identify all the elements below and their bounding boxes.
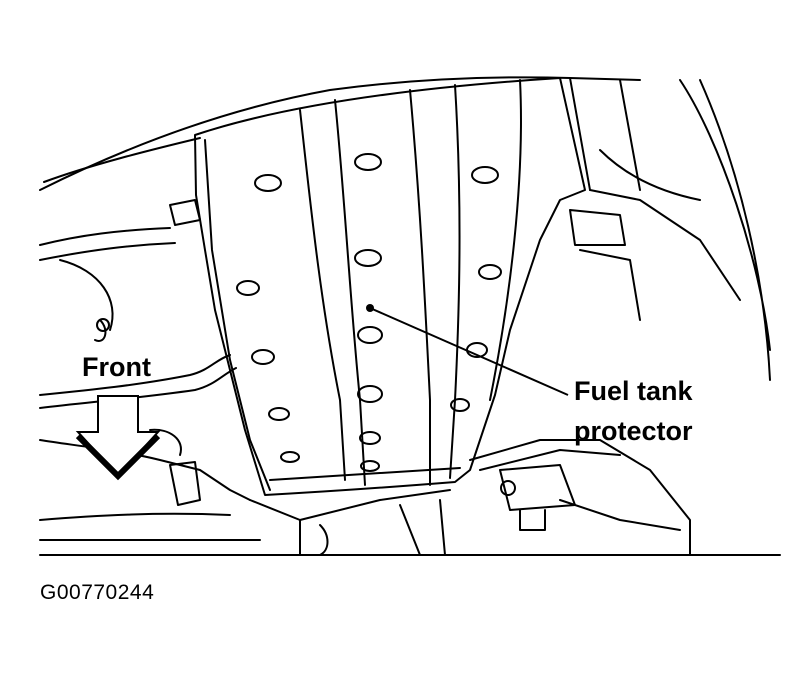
mounting-hole [251, 349, 275, 365]
mounting-hole [280, 451, 300, 463]
mounting-hole [360, 460, 380, 472]
left-hose-2 [39, 354, 231, 396]
mounting-hole [471, 166, 499, 184]
mounting-hole [357, 326, 383, 344]
protector-rib-5 [489, 79, 522, 401]
figure-code: G00770244 [40, 581, 155, 604]
front-label: Front [82, 352, 151, 382]
left-round-part [59, 259, 114, 342]
protector-rib-2 [334, 99, 366, 486]
bottom-mechanism [299, 499, 446, 556]
right-panel [679, 79, 771, 381]
arrow-down-icon [75, 395, 161, 481]
mounting-hole [354, 249, 382, 267]
left-hose-3 [39, 367, 237, 409]
protector-lower-lip [269, 467, 461, 481]
callout-leader-line [369, 307, 569, 396]
protector-rib-4 [449, 84, 461, 479]
right-structure [569, 77, 641, 191]
left-hose-1 [39, 227, 176, 261]
rear-rail [479, 449, 681, 531]
body-outline [39, 76, 641, 191]
mounting-hole [450, 398, 470, 412]
protector-rib-3 [409, 89, 431, 486]
protector-rib-1 [299, 109, 346, 481]
mounting-hole [478, 264, 502, 280]
mounting-hole [254, 174, 282, 192]
rear-bracket [469, 439, 691, 556]
fuel-tank-protector-label-line1: Fuel tank [574, 376, 693, 406]
protector-inner-edge [204, 139, 271, 491]
right-bracket [569, 209, 641, 321]
bottom-frame [39, 489, 451, 541]
right-curve [589, 149, 741, 301]
left-clip [149, 428, 182, 456]
left-bolt [96, 318, 110, 332]
rear-nut [499, 464, 576, 511]
mounting-hole [354, 153, 382, 171]
callout-leader-dot [366, 304, 374, 312]
body-outline-inner [43, 137, 201, 183]
mounting-hole [357, 385, 383, 403]
rear-bolt [500, 480, 516, 496]
mounting-hole [236, 280, 260, 296]
rear-stud [519, 509, 546, 531]
fuel-tank-protector-label-line2: protector [574, 416, 693, 446]
mounting-hole [268, 407, 290, 421]
left-lower-line [39, 512, 231, 521]
protector-outline [194, 77, 586, 496]
left-sensor [169, 461, 201, 506]
left-bracket [169, 199, 201, 226]
mounting-hole [359, 431, 381, 445]
